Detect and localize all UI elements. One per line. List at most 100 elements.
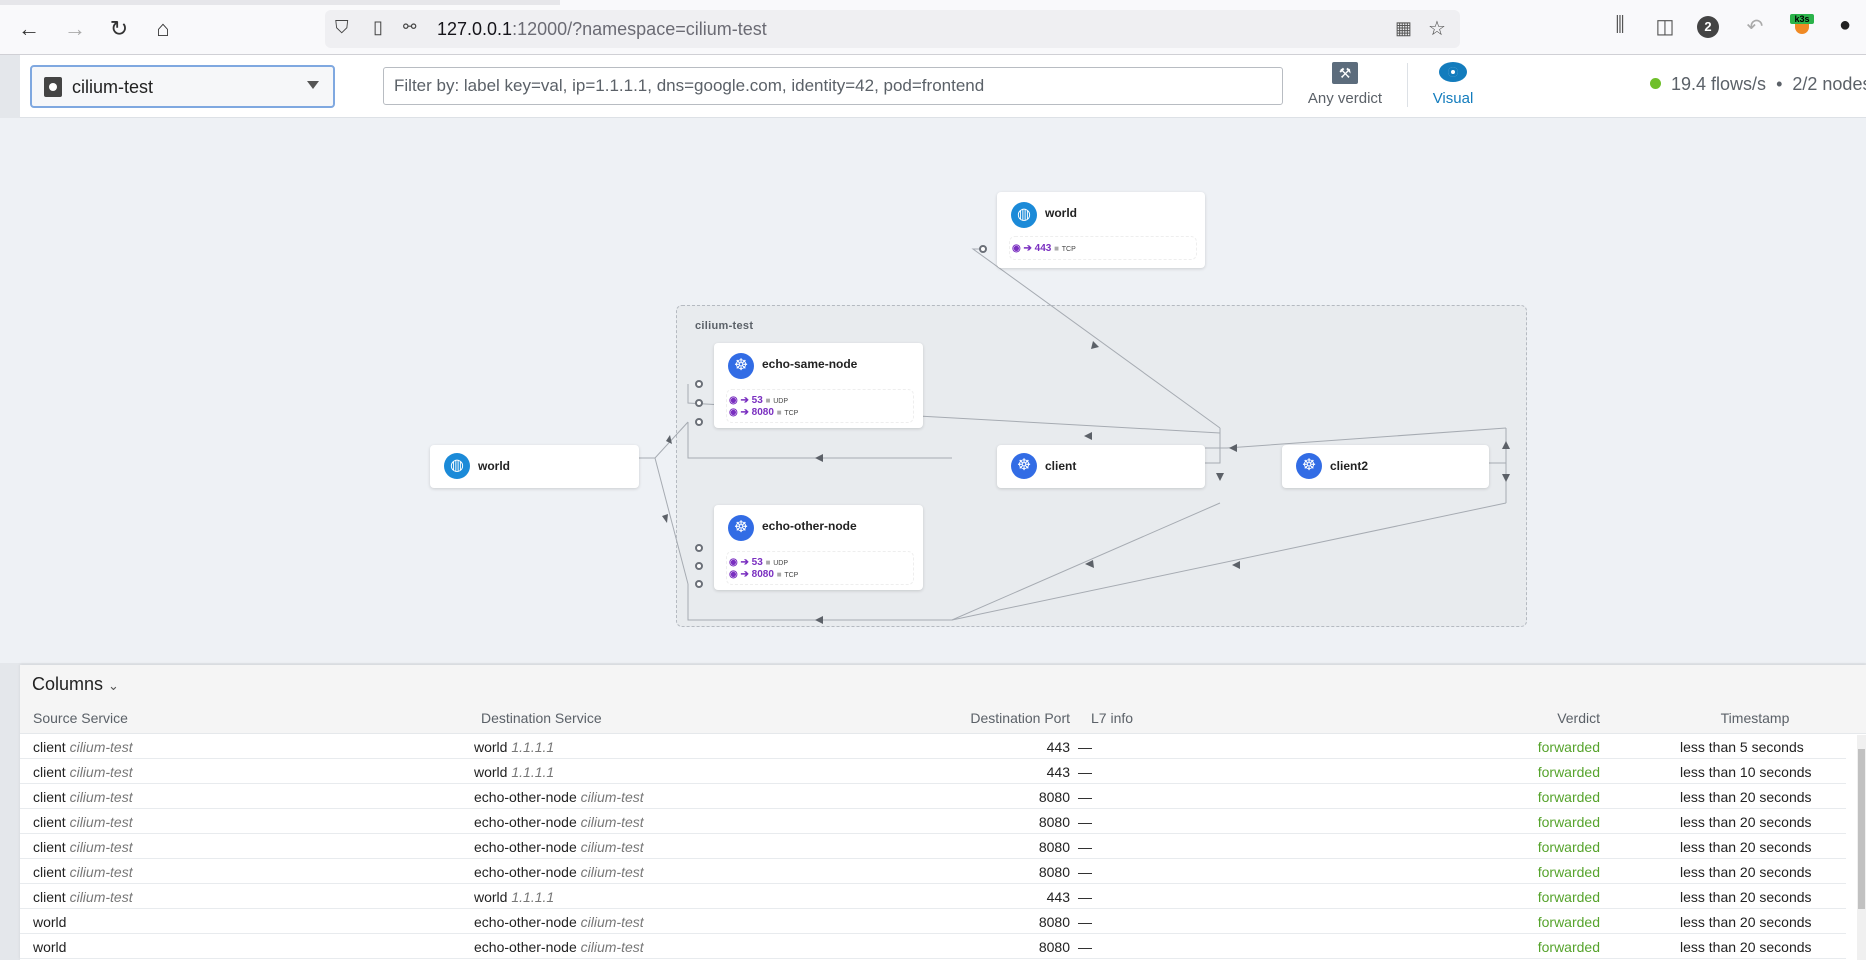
forward-icon[interactable]: → [64, 16, 86, 41]
undo-icon[interactable]: ↶ [1746, 16, 1764, 38]
port-item: ◉ ➔ 53 ■ UDP [729, 557, 788, 568]
library-icon[interactable]: ⫼ [1615, 14, 1625, 36]
tab-strip [0, 0, 560, 5]
port-dot [695, 418, 703, 426]
edge-client-echo-same-2 [687, 384, 1221, 434]
service-map[interactable]: cilium-test [0, 118, 1866, 663]
chevron-down-icon: ⌄ [108, 678, 119, 693]
port-item: ◉ ➔ 8080 ■ TCP [729, 569, 799, 580]
visual-toggle-button[interactable]: Visual [1420, 62, 1486, 107]
port-item: ◉ ➔ 443 ■ TCP [1012, 243, 1076, 254]
scrollbar[interactable] [1857, 735, 1866, 960]
destination-port: 8080 [1038, 789, 1070, 805]
reload-icon[interactable]: ↻ [109, 16, 129, 41]
url-bar[interactable]: ⛉ ▯ ⚯ 127.0.0.1:12000/?namespace=cilium-… [325, 10, 1460, 48]
service-name: client2 [1330, 459, 1369, 473]
permissions-icon[interactable]: ⚯ [403, 19, 417, 36]
url-text: 127.0.0.1:12000/?namespace=cilium-test [437, 19, 767, 39]
verdict: forwarded [1537, 814, 1600, 830]
sidebar-icon[interactable]: ◫ [1655, 16, 1675, 38]
gavel-icon: ⚒ [1332, 62, 1358, 84]
header-verdict[interactable]: Verdict [1557, 710, 1600, 726]
timestamp: less than 20 seconds [1680, 889, 1812, 905]
badge-count-icon[interactable]: 2 [1697, 16, 1719, 38]
destination-port: 8080 [1038, 939, 1070, 955]
service-card-echo-same-node[interactable]: ☸ echo-same-node ◉ ➔ 53 ■ UDP ◉ ➔ 8080 ■… [714, 343, 923, 428]
header-source-service[interactable]: Source Service [33, 710, 128, 726]
status-indicator: 19.4 flows/s • 2/2 nodes [1650, 74, 1866, 95]
port-dot [695, 544, 703, 552]
service-card-client2[interactable]: ☸ client2 [1282, 445, 1489, 488]
port-item: ◉ ➔ 53 ■ UDP [729, 395, 788, 406]
qr-code-icon[interactable]: ▦ [1395, 18, 1413, 38]
extension-icon[interactable]: ● [1838, 14, 1852, 36]
timestamp: less than 20 seconds [1680, 789, 1812, 805]
table-header: Columns ⌄ Source Service Destination Ser… [20, 665, 1866, 734]
bookmark-star-icon[interactable]: ☆ [1428, 18, 1446, 40]
l7-info: — [1078, 864, 1092, 880]
service-card-client[interactable]: ☸ client [997, 445, 1205, 488]
columns-dropdown[interactable]: Columns ⌄ [32, 674, 119, 694]
verdict: forwarded [1537, 839, 1600, 855]
table-row[interactable]: world echo-other-node cilium-test 8080 — fo… [20, 934, 1846, 959]
arrow [1502, 474, 1510, 482]
port-dot [979, 245, 987, 253]
service-card-world-external[interactable]: ◍ world ◉ ➔ 443 ■ TCP [997, 192, 1205, 268]
port-item: ◉ ➔ 8080 ■ TCP [729, 407, 799, 418]
timestamp: less than 20 seconds [1680, 939, 1812, 955]
arrow [662, 514, 668, 523]
arrow [1216, 473, 1224, 481]
edge-client2-client [1205, 427, 1507, 449]
l7-info: — [1078, 914, 1092, 930]
scrollbar-thumb[interactable] [1858, 749, 1865, 909]
arrow [1084, 432, 1092, 440]
service-card-world[interactable]: ◍ world [430, 445, 639, 488]
service-name: world [478, 459, 510, 473]
header-destination-service[interactable]: Destination Service [481, 710, 602, 726]
edge-world-echo-other [654, 457, 689, 585]
edge-client-world [971, 248, 1221, 429]
l7-info: — [1078, 939, 1092, 955]
verdict: forwarded [1537, 939, 1600, 955]
verdict-filter-button[interactable]: ⚒ Any verdict [1290, 62, 1400, 107]
destination-port: 8080 [1038, 839, 1070, 855]
source-service: world [33, 914, 67, 930]
filter-input[interactable] [383, 67, 1283, 105]
divider [1407, 63, 1408, 107]
arrow [1232, 561, 1240, 569]
header-timestamp[interactable]: Timestamp [1720, 710, 1790, 726]
source-service: world [33, 939, 67, 955]
caret-down-icon [307, 81, 319, 89]
home-icon[interactable]: ⌂ [156, 16, 170, 41]
destination-service: world 1.1.1.1 [474, 739, 555, 755]
namespace-select[interactable]: cilium-test [30, 65, 335, 108]
source-service: client cilium-test [33, 839, 133, 855]
edge-world-echo-same [639, 421, 689, 459]
verdict: forwarded [1537, 914, 1600, 930]
service-card-echo-other-node[interactable]: ☸ echo-other-node ◉ ➔ 53 ■ UDP ◉ ➔ 8080 … [714, 505, 923, 590]
back-icon[interactable]: ← [18, 16, 40, 41]
header-destination-port[interactable]: Destination Port [970, 710, 1070, 726]
verdict: forwarded [1537, 739, 1600, 755]
nodes-count: 2/2 nodes [1792, 74, 1866, 94]
k3s-extension-icon[interactable]: k3s [1790, 14, 1814, 38]
service-name: echo-same-node [762, 357, 858, 371]
port-dot [695, 380, 703, 388]
destination-service: echo-other-node cilium-test [474, 789, 644, 805]
visual-label: Visual [1432, 90, 1474, 107]
arrow [1229, 444, 1237, 452]
shield-icon: ⛉ [335, 17, 349, 37]
destination-service: echo-other-node cilium-test [474, 939, 644, 955]
port-list: ◉ ➔ 443 ■ TCP [1009, 236, 1197, 260]
header-l7-info[interactable]: L7 info [1091, 710, 1134, 726]
timestamp: less than 5 seconds [1680, 739, 1804, 755]
timestamp: less than 10 seconds [1680, 764, 1812, 780]
